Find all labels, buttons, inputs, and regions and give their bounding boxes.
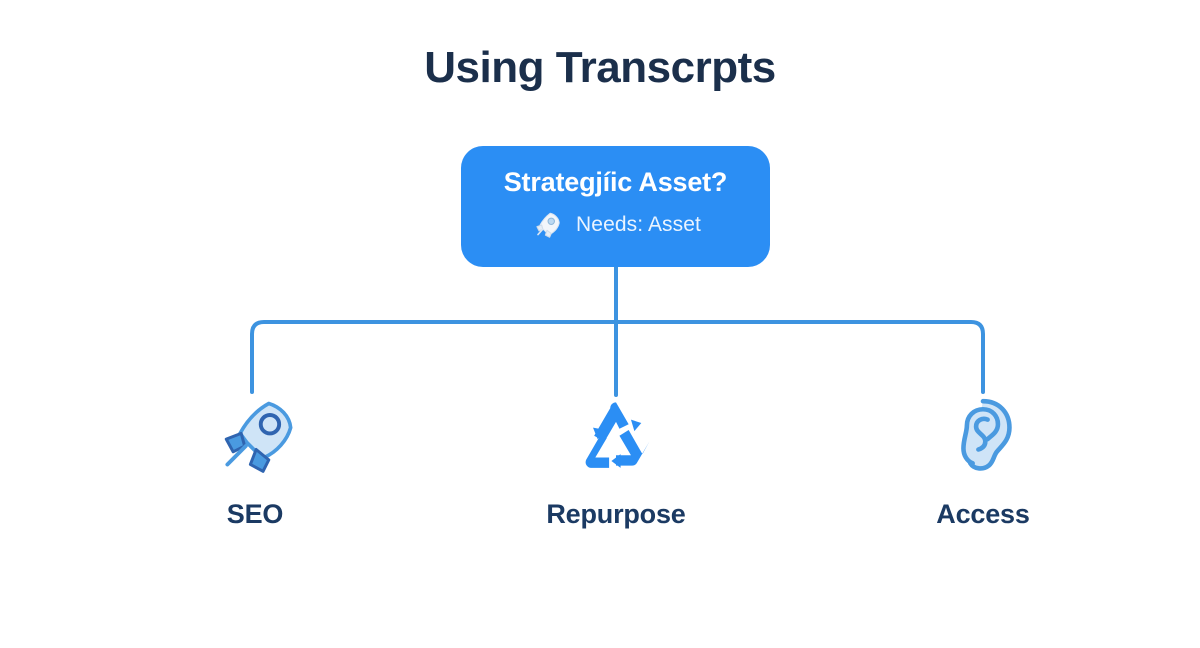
leaf-label-seo: SEO xyxy=(226,499,284,529)
ear-icon xyxy=(937,392,1029,484)
recycle-icon xyxy=(570,392,662,484)
leaf-node-access[interactable]: Access xyxy=(873,392,1093,530)
root-node-subtitle-row: Needs: Asset xyxy=(530,208,701,242)
leaf-label-repurpose: Repurpose xyxy=(546,499,686,529)
root-node-title: Strategjíic Asset? xyxy=(503,167,728,198)
leaf-node-repurpose[interactable]: Repurpose xyxy=(506,392,726,530)
connector-branch-right xyxy=(614,320,985,394)
leaf-node-seo[interactable]: SEO xyxy=(145,392,365,530)
page-title: Using Transcrpts xyxy=(424,43,776,92)
leaf-label-access: Access xyxy=(936,499,1030,529)
rocket-icon xyxy=(530,208,564,242)
connector-branch-left xyxy=(250,320,618,394)
root-node-strategic-asset[interactable]: Strategjíic Asset? Needs: Asset xyxy=(461,146,770,267)
root-node-subtitle: Needs: Asset xyxy=(576,212,701,236)
rocket-icon xyxy=(209,392,301,484)
